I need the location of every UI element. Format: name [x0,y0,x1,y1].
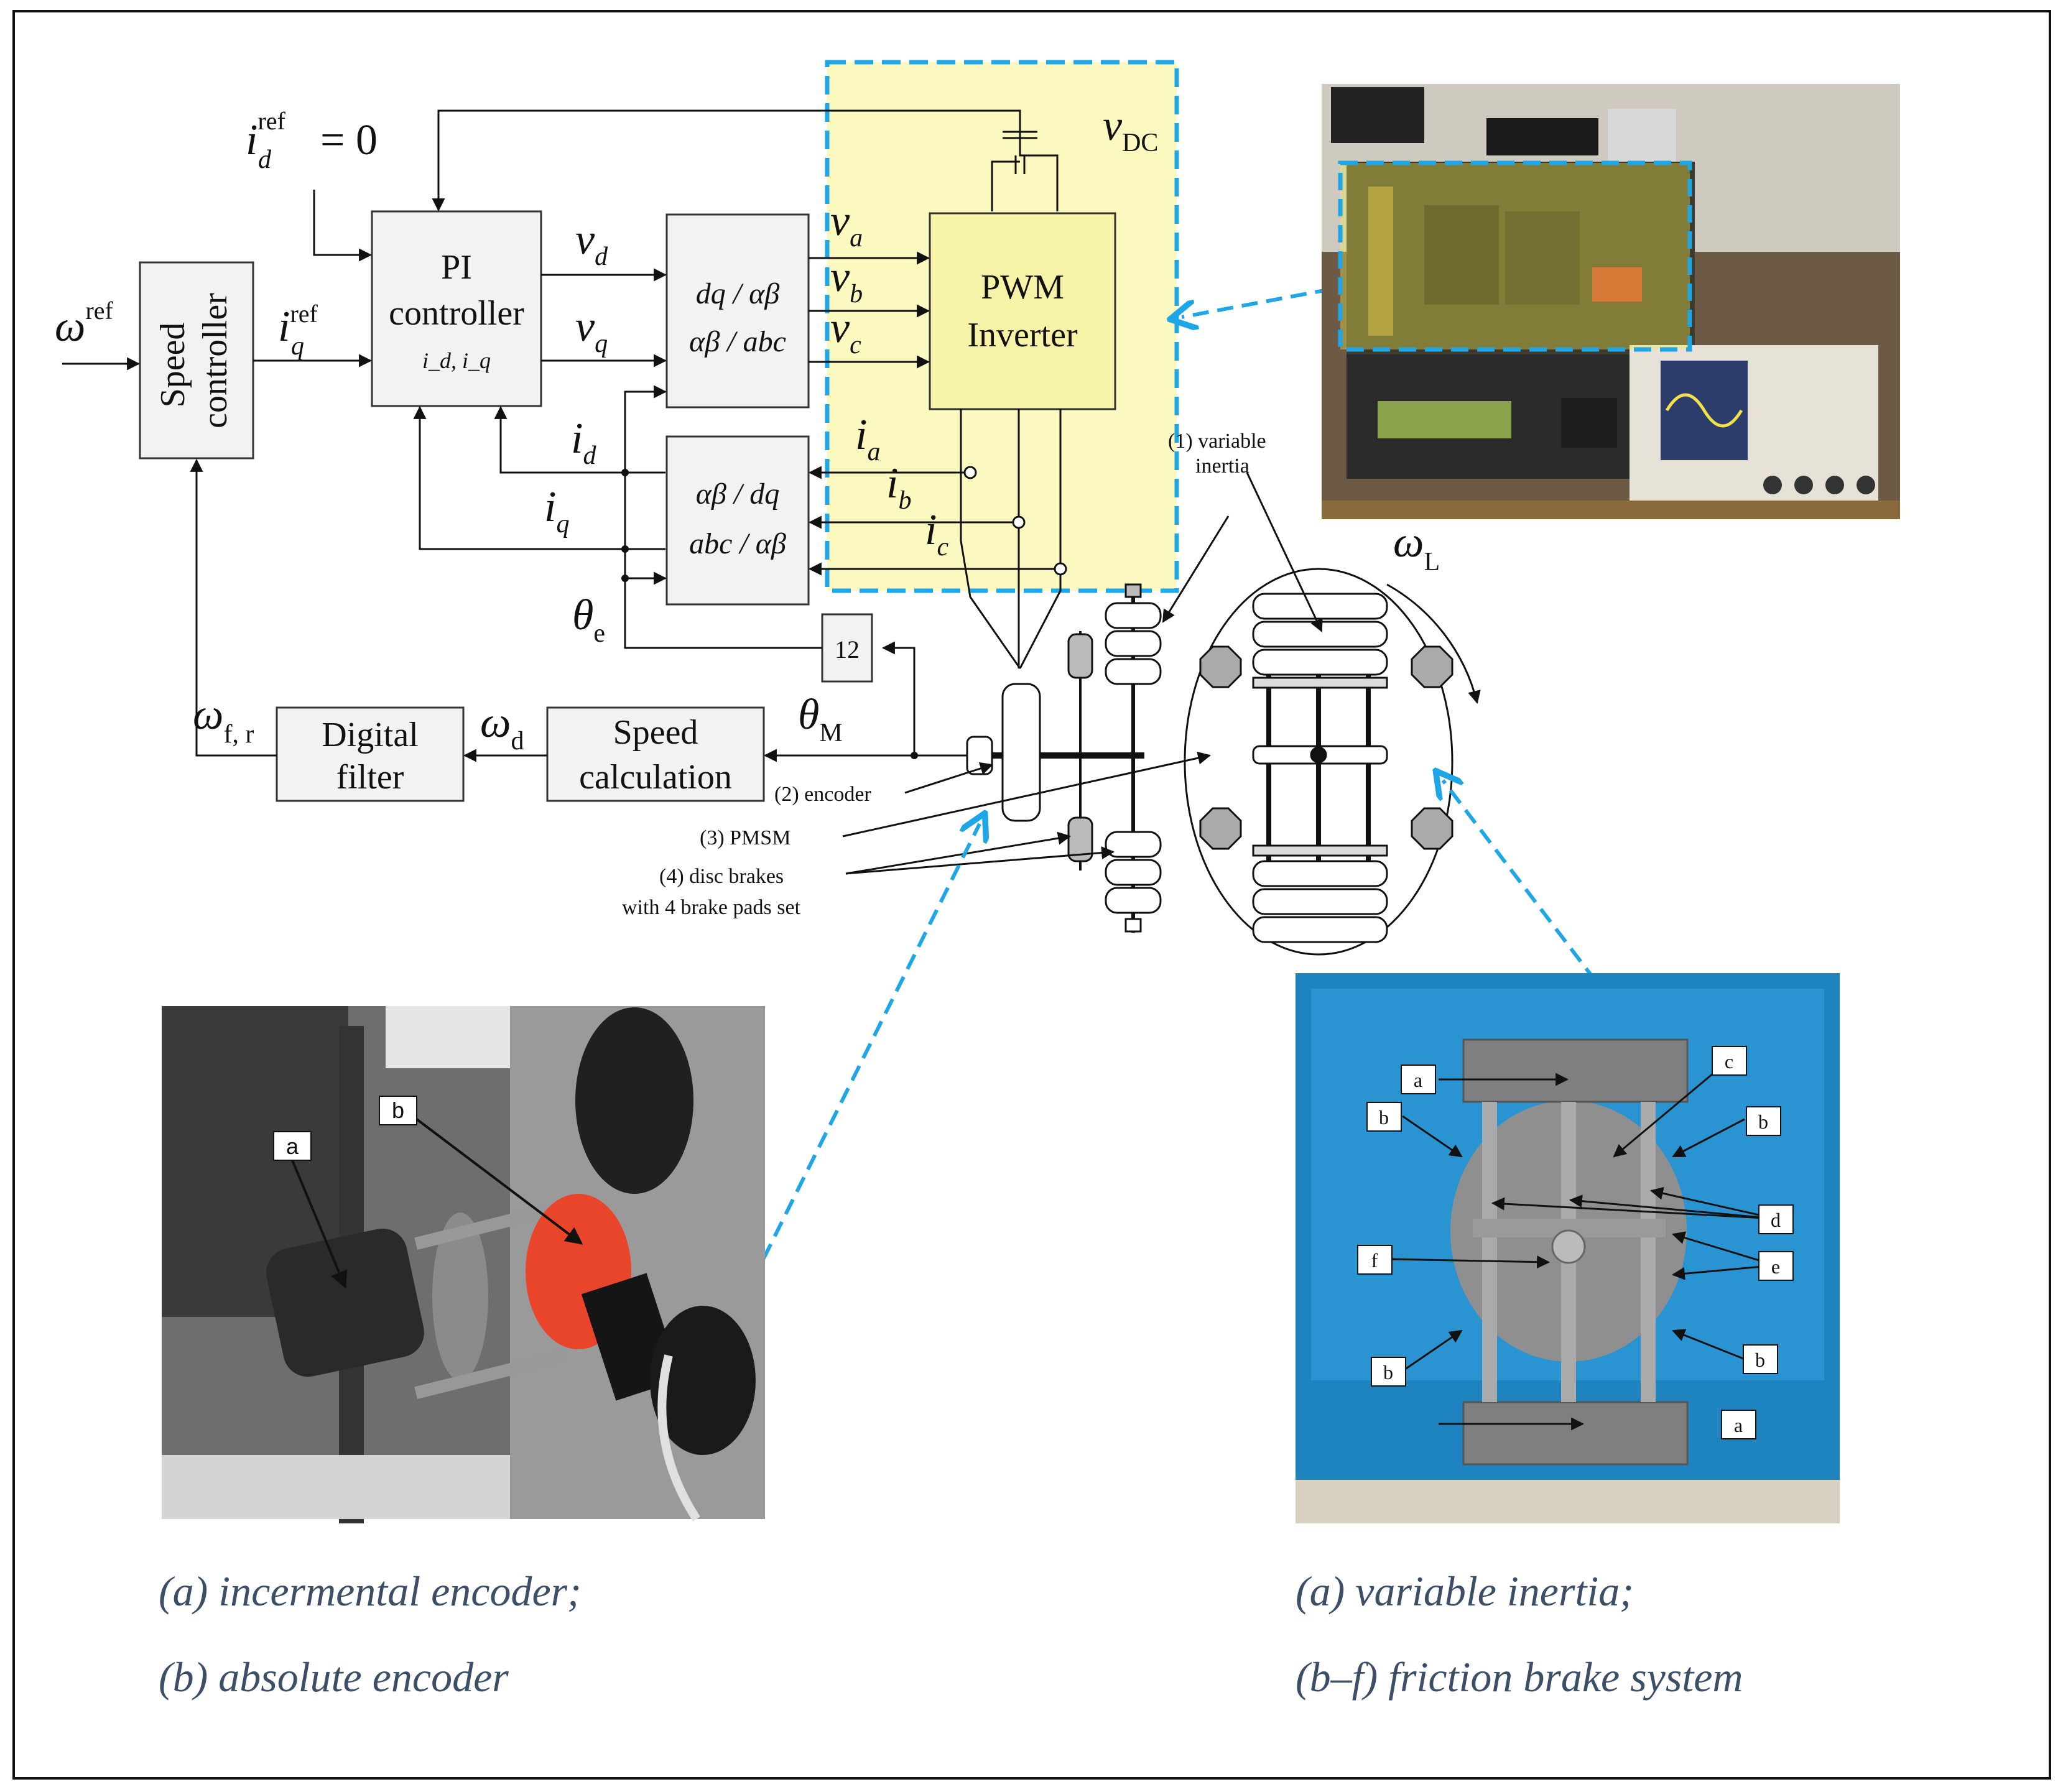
annot-inertia: inertia [1195,455,1249,478]
vc-symbol: vc [830,304,861,359]
capacitor-lead [1019,136,1059,211]
id-ref-symbol: iref [246,107,286,164]
brake-pad-top [1067,633,1093,679]
filter-text: filter [336,758,404,797]
vq-symbol: vq [575,303,608,358]
iq-symbol: iq [544,483,569,538]
inertia-label-a-bottom: a [1734,1414,1743,1436]
annot-brake-pads: with 4 brake pads set [622,896,801,919]
speed-controller-text: Speed controller [154,293,234,428]
calculation-text: calculation [579,758,732,797]
id-feedback [494,405,665,474]
omega-l-rotation-arrow [1386,583,1481,704]
inertia-label-d: d [1771,1209,1781,1231]
pointer-to-encoder [751,824,980,1282]
abc-to-dq-block [665,435,810,606]
dq-to-abc-block [665,213,810,409]
ia-symbol: ia [855,411,880,466]
pointer-to-inertia [1443,780,1613,1002]
pointer-to-bench [1182,287,1332,317]
caption-left-2: (b) absolute encoder [159,1653,509,1701]
omega-ref-symbol: ωref [55,297,114,351]
annot-disc-brakes: (4) disc brakes [659,865,784,888]
ic-symbol: ic [925,506,948,561]
encoder-label-a: a [286,1134,299,1159]
iq-ref-symbol: iref [278,300,318,351]
annotations: (1) variable inertia (2) encoder (3) PMS… [622,430,1266,919]
id-ref-sub: d [258,145,272,174]
inertia-label-b3: b [1383,1361,1393,1383]
pmsm-symbol [1001,683,1041,822]
caption-right-1: (a) variable inertia; [1296,1568,1634,1615]
pwm-text: PWM [981,268,1064,307]
omega-l-symbol: ωL [1393,519,1440,576]
caption-right-2: (b–f) friction brake system [1296,1653,1743,1701]
caption-left-1: (a) incermental encoder; [159,1568,582,1615]
inertia-label-c: c [1725,1050,1733,1073]
inertia-label-e: e [1771,1255,1780,1278]
speed-controller-block [139,261,254,460]
ib-symbol: ib [886,460,911,515]
encoder-photo: a b [162,1006,765,1523]
outer-frame [12,10,2051,1780]
annot-pmsm: (3) PMSM [700,826,790,849]
omega-fr-feedback [190,458,277,757]
id-symbol: id [571,415,596,470]
test-bench-photo [1322,84,1900,519]
iq-ref-sub: q [291,332,304,361]
abc-ab-text: abc / αβ [689,527,786,560]
omega-d-symbol: ωd [480,699,524,755]
pi-controller-block [371,210,542,407]
vd-symbol: vd [575,216,608,271]
inertia-labels: a a b b b b c d e f [1357,1046,1794,1439]
encoder-label-b: b [392,1097,404,1123]
phase-c-leg [1019,409,1062,669]
annot-encoder: (2) encoder [774,783,871,806]
pwm-inverter-block [929,212,1116,410]
inertia-label-a-top: a [1414,1069,1422,1091]
vdc-symbol: vDC [1103,102,1158,157]
theta-m-to-pole [881,641,916,755]
ab-abc-text: αβ / abc [689,325,786,358]
pi-text: PI [441,248,472,287]
inertia-label-b1: b [1379,1106,1389,1129]
theta-m-symbol: θM [798,691,843,747]
id-ref-arrow [313,190,373,262]
vdc-feedback-line [432,109,1021,212]
ab-dq-text: αβ / dq [696,478,779,510]
omega-fr-symbol: ωf, r [193,691,254,749]
theta-e-to-dq [624,385,822,649]
theta-e-symbol: θe [572,591,605,648]
annot-variable: (1) variable [1168,430,1266,453]
digital-filter-block [276,706,465,802]
speed-calculation-block [546,706,765,802]
inverter-highlight-region [825,60,1179,593]
pi-sub-text: i_d, i_q [422,348,491,373]
vb-symbol: vb [830,253,863,308]
inertia-label-b4: b [1755,1349,1765,1371]
speed-text: Speed [613,713,698,752]
id-ref-eq: = 0 [320,116,378,164]
controller-text: controller [389,294,524,333]
dq-ab-text: dq / αβ [696,277,780,310]
iq-feedback [413,405,665,550]
va-symbol: va [830,197,863,252]
cap-lead-left [991,160,1020,211]
mechanical-schematic [966,568,1481,956]
inertia-label-f: f [1371,1249,1378,1272]
pole-text: 12 [835,635,860,663]
inverter-text: Inverter [967,316,1078,354]
digital-text: Digital [322,716,419,754]
inertia-label-b2: b [1758,1111,1768,1133]
